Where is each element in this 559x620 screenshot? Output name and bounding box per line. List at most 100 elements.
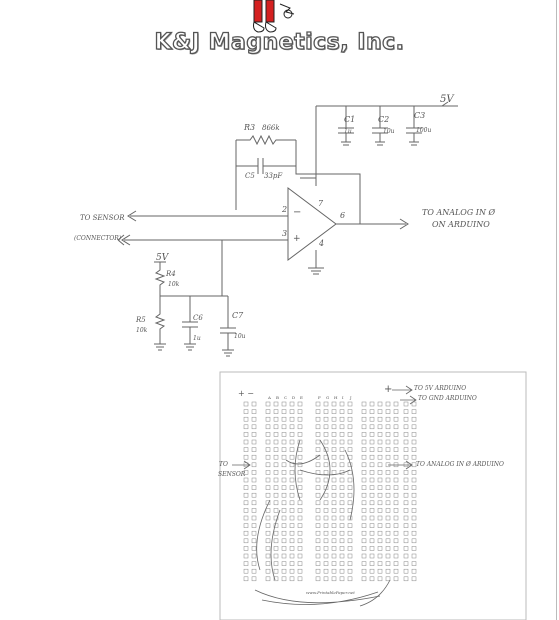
breadboard-hole bbox=[393, 500, 399, 506]
breadboard-hole bbox=[281, 416, 287, 422]
breadboard-hole bbox=[251, 462, 257, 468]
breadboard-hole bbox=[273, 568, 279, 574]
breadboard-hole bbox=[289, 409, 295, 414]
breadboard-hole bbox=[281, 485, 287, 490]
breadboard-hole bbox=[403, 439, 409, 445]
breadboard-hole bbox=[251, 553, 257, 559]
breadboard-hole bbox=[347, 546, 353, 551]
breadboard-hole bbox=[369, 530, 375, 536]
breadboard-hole bbox=[323, 508, 329, 513]
breadboard-hole bbox=[393, 454, 399, 460]
breadboard-hole bbox=[331, 485, 337, 490]
breadboard-hole bbox=[369, 477, 375, 483]
breadboard-hole bbox=[377, 523, 383, 528]
breadboard-hole bbox=[411, 576, 417, 582]
breadboard-hole bbox=[393, 492, 399, 498]
breadboard-hole bbox=[265, 432, 271, 437]
breadboard-hole bbox=[297, 492, 303, 498]
breadboard-hole bbox=[339, 424, 345, 430]
breadboard-hole bbox=[403, 454, 409, 460]
breadboard-hole bbox=[385, 416, 391, 422]
breadboard-hole bbox=[331, 546, 337, 551]
breadboard-hole bbox=[369, 432, 375, 437]
breadboard-hole bbox=[315, 485, 321, 490]
breadboard-hole bbox=[347, 492, 353, 498]
breadboard-hole bbox=[361, 424, 367, 430]
breadboard-hole bbox=[369, 508, 375, 513]
breadboard-diagram: + − + TO 5V ARDUINO TO GND ARDUINO TO SE… bbox=[218, 371, 527, 620]
breadboard-hole bbox=[323, 439, 329, 445]
breadboard-hole bbox=[281, 561, 287, 566]
breadboard-hole bbox=[403, 416, 409, 422]
breadboard-hole bbox=[297, 462, 303, 468]
breadboard-hole bbox=[323, 576, 329, 582]
breadboard-hole bbox=[369, 439, 375, 445]
breadboard-hole bbox=[273, 409, 279, 414]
breadboard-hole bbox=[393, 568, 399, 574]
breadboard-hole bbox=[273, 561, 279, 566]
breadboard-hole bbox=[323, 401, 329, 407]
breadboard-hole bbox=[281, 530, 287, 536]
breadboard-hole bbox=[265, 439, 271, 445]
sensor-label-1: TO SENSOR bbox=[80, 214, 125, 222]
breadboard-hole bbox=[369, 470, 375, 475]
c6-name: C6 bbox=[193, 314, 203, 322]
breadboard-hole bbox=[265, 508, 271, 513]
breadboard-hole bbox=[403, 508, 409, 513]
breadboard-hole bbox=[323, 462, 329, 468]
breadboard-hole bbox=[315, 454, 321, 460]
column-letter: I bbox=[342, 395, 344, 400]
breadboard-hole bbox=[273, 432, 279, 437]
breadboard-hole bbox=[315, 508, 321, 513]
breadboard-hole bbox=[403, 447, 409, 452]
c6-value: 1u bbox=[193, 335, 201, 342]
breadboard-hole bbox=[265, 416, 271, 422]
breadboard-hole bbox=[369, 454, 375, 460]
to-5v-label: TO 5V ARDUINO bbox=[414, 385, 466, 392]
column-letter: E bbox=[300, 395, 303, 400]
breadboard-hole bbox=[243, 432, 249, 437]
breadboard-hole bbox=[297, 561, 303, 566]
c3-value: 100u bbox=[416, 127, 431, 134]
breadboard-hole bbox=[331, 500, 337, 506]
breadboard-hole bbox=[377, 454, 383, 460]
breadboard-hole bbox=[243, 409, 249, 414]
breadboard-hole bbox=[411, 500, 417, 506]
breadboard-hole bbox=[369, 447, 375, 452]
breadboard-hole bbox=[347, 432, 353, 437]
breadboard-hole bbox=[369, 553, 375, 559]
breadboard-hole bbox=[385, 530, 391, 536]
breadboard-hole bbox=[315, 576, 321, 582]
breadboard-hole bbox=[411, 432, 417, 437]
breadboard-hole bbox=[297, 401, 303, 407]
breadboard-hole bbox=[361, 561, 367, 566]
breadboard-hole bbox=[385, 523, 391, 528]
breadboard-hole bbox=[273, 500, 279, 506]
breadboard-hole bbox=[393, 515, 399, 521]
c7-name: C7 bbox=[232, 311, 244, 320]
breadboard-hole bbox=[377, 515, 383, 521]
breadboard-hole bbox=[347, 568, 353, 574]
breadboard-hole bbox=[339, 409, 345, 414]
breadboard-hole bbox=[331, 439, 337, 445]
breadboard-hole bbox=[315, 477, 321, 483]
breadboard-hole bbox=[339, 500, 345, 506]
breadboard-hole bbox=[411, 470, 417, 475]
breadboard-hole bbox=[361, 416, 367, 422]
breadboard-wires bbox=[232, 385, 417, 607]
breadboard-hole bbox=[347, 523, 353, 528]
breadboard-hole bbox=[377, 470, 383, 475]
breadboard-hole bbox=[281, 439, 287, 445]
breadboard-hole bbox=[361, 568, 367, 574]
breadboard-hole bbox=[385, 546, 391, 551]
breadboard-hole bbox=[289, 492, 295, 498]
c3-name: C3 bbox=[414, 111, 425, 120]
breadboard-hole bbox=[273, 530, 279, 536]
breadboard-hole bbox=[331, 454, 337, 460]
breadboard-hole bbox=[339, 462, 345, 468]
breadboard-hole bbox=[289, 500, 295, 506]
breadboard-hole bbox=[243, 485, 249, 490]
breadboard-hole bbox=[369, 561, 375, 566]
breadboard-hole bbox=[331, 568, 337, 574]
breadboard-hole bbox=[251, 485, 257, 490]
